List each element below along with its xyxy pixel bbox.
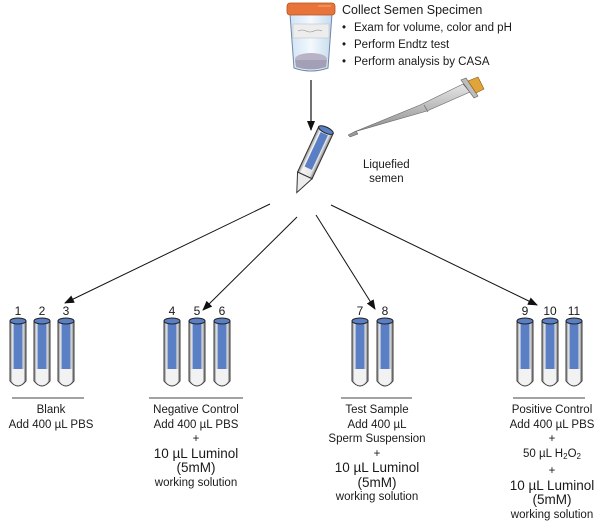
group-line: Add 400 µL PBS <box>490 418 612 433</box>
tube-number: 2 <box>32 304 52 318</box>
group-line: + <box>490 464 612 479</box>
group-line: working solution <box>490 508 612 522</box>
tube-number: 4 <box>162 304 182 318</box>
tube-number: 1 <box>8 304 28 318</box>
specimen-step-text: Perform Endtz test <box>354 39 449 51</box>
specimen-step-text: Perform analysis by CASA <box>354 56 490 68</box>
specimen-title: Collect Semen Specimen <box>342 3 482 18</box>
group-line: Sperm Suspension <box>316 432 438 447</box>
h2o2-prefix: 50 µL H <box>523 448 563 460</box>
specimen-step: •Perform analysis by CASA <box>342 54 512 71</box>
group-line: Add 400 µL PBS <box>136 418 256 433</box>
specimen-cup-icon <box>287 3 335 71</box>
group-title: Positive Control <box>490 403 612 418</box>
tube-number: 9 <box>515 304 535 318</box>
group-line: 10 µL Luminol (5mM) <box>316 461 438 490</box>
tube-number: 3 <box>56 304 76 318</box>
group-title: Blank <box>8 403 94 418</box>
tube-number: 11 <box>564 304 584 318</box>
test-tube-icon <box>214 318 230 386</box>
h2o2-sub: 2 <box>577 452 581 461</box>
h2o2-line: 50 µL H2O2 <box>490 447 612 465</box>
specimen-steps: •Exam for volume, color and pH •Perform … <box>342 20 512 71</box>
group-label-positive-control: Positive Control Add 400 µL PBS + 50 µL … <box>490 403 612 522</box>
specimen-step: •Perform Endtz test <box>342 37 512 54</box>
group-line: 10 µL Luminol (5mM) <box>490 479 612 508</box>
tube-number: 10 <box>540 304 560 318</box>
test-tube-icon <box>58 318 74 386</box>
group-line: + <box>136 432 256 447</box>
group-title: Test Sample <box>316 403 438 418</box>
tube-number: 6 <box>212 304 232 318</box>
group-title: Negative Control <box>136 403 256 418</box>
test-tube-icon <box>566 318 582 386</box>
test-tube-icon <box>352 318 368 386</box>
test-tube-icon <box>517 318 533 386</box>
group-label-test-sample: Test Sample Add 400 µL Sperm Suspension … <box>316 403 438 505</box>
group-line: + <box>490 432 612 447</box>
group-line: + <box>316 447 438 462</box>
test-tube-icon <box>377 318 393 386</box>
specimen-step-text: Exam for volume, color and pH <box>354 22 512 34</box>
arrow-to-positive-control <box>331 205 537 305</box>
bullet-icon: • <box>342 54 354 71</box>
bullet-icon: • <box>342 20 354 37</box>
test-tube-icon <box>34 318 50 386</box>
group-line: working solution <box>316 490 438 505</box>
h2o2-mid: O <box>568 448 577 460</box>
tube-number: 7 <box>350 304 370 318</box>
bullet-icon: • <box>342 37 354 54</box>
liquefied-semen-tube-icon <box>290 124 335 196</box>
tube-number: 8 <box>375 304 395 318</box>
arrow-to-blank <box>65 204 270 303</box>
liquefied-semen-label: Liquefied semen <box>363 158 410 186</box>
test-tube-icon <box>189 318 205 386</box>
specimen-step: •Exam for volume, color and pH <box>342 20 512 37</box>
arrow-to-test-sample <box>316 215 375 309</box>
test-tube-icon <box>10 318 26 386</box>
pipette-icon <box>348 77 484 137</box>
test-tube-icon <box>542 318 558 386</box>
group-line: Add 400 µL PBS <box>8 418 94 433</box>
group-line: Add 400 µL <box>316 418 438 433</box>
group-line: 10 µL Luminol (5mM) <box>136 447 256 476</box>
tube-number: 5 <box>187 304 207 318</box>
test-tube-icon <box>164 318 180 386</box>
liquefied-line-1: Liquefied <box>363 158 410 172</box>
group-line: working solution <box>136 476 256 491</box>
group-label-blank: Blank Add 400 µL PBS <box>8 403 94 432</box>
group-label-negative-control: Negative Control Add 400 µL PBS + 10 µL … <box>136 403 256 490</box>
arrow-to-negative-control <box>203 217 297 310</box>
liquefied-line-2: semen <box>363 172 410 186</box>
